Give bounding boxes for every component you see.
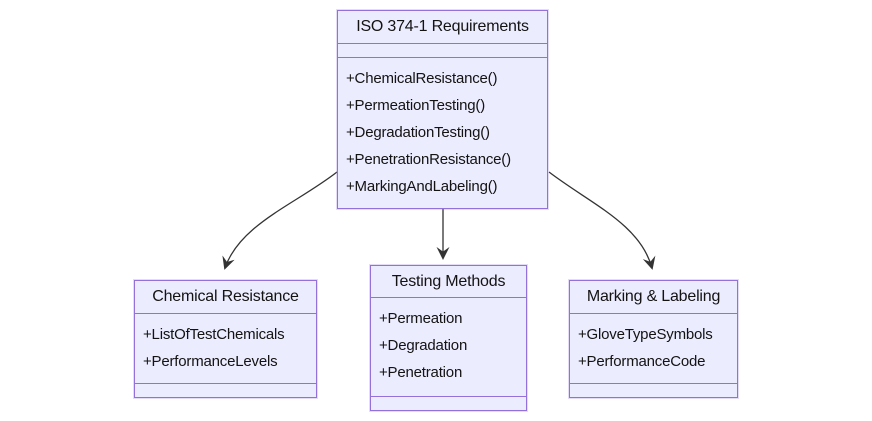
method-item: +PermeationTesting() (346, 97, 485, 114)
methods-compartment-iso: +ChemicalResistance() +PermeationTesting… (338, 57, 547, 209)
method-item: +PenetrationResistance() (346, 151, 511, 168)
attribute-item: +Penetration (379, 364, 463, 381)
class-box-marking-labeling: Marking & Labeling +GloveTypeSymbols +Pe… (569, 280, 738, 398)
class-title-chemical-resistance: Chemical Resistance (152, 288, 299, 305)
class-title-iso-374-1-requirements: ISO 374-1 Requirements (356, 18, 529, 35)
attributes-compartment-marking: +GloveTypeSymbols +PerformanceCode (570, 313, 737, 383)
attributes-compartment-testing: +Permeation +Degradation +Penetration (371, 297, 526, 396)
attribute-item: +Permeation (379, 310, 463, 327)
class-box-testing-methods: Testing Methods +Permeation +Degradation… (370, 265, 527, 411)
methods-compartment-chemical (135, 383, 316, 397)
edge-iso-to-chemical (222, 171, 338, 270)
attribute-item: +PerformanceCode (578, 353, 706, 370)
attribute-item: +ListOfTestChemicals (143, 326, 285, 343)
attributes-compartment-iso (338, 43, 547, 57)
class-box-chemical-resistance: Chemical Resistance +ListOfTestChemicals… (134, 280, 317, 398)
class-box-iso-374-1-requirements: ISO 374-1 Requirements +ChemicalResistan… (337, 10, 548, 209)
edge-iso-to-marking (548, 171, 656, 270)
attribute-item: +Degradation (379, 337, 468, 354)
method-item: +DegradationTesting() (346, 124, 490, 141)
attributes-compartment-chemical: +ListOfTestChemicals +PerformanceLevels (135, 313, 316, 383)
attribute-item: +PerformanceLevels (143, 353, 278, 370)
method-item: +ChemicalResistance() (346, 70, 498, 87)
methods-compartment-marking (570, 383, 737, 397)
class-title-testing-methods: Testing Methods (391, 272, 506, 290)
method-item: +MarkingAndLabeling() (346, 178, 498, 195)
methods-compartment-testing (371, 396, 526, 410)
attribute-item: +GloveTypeSymbols (578, 326, 713, 343)
class-title-marking-labeling: Marking & Labeling (586, 288, 721, 305)
